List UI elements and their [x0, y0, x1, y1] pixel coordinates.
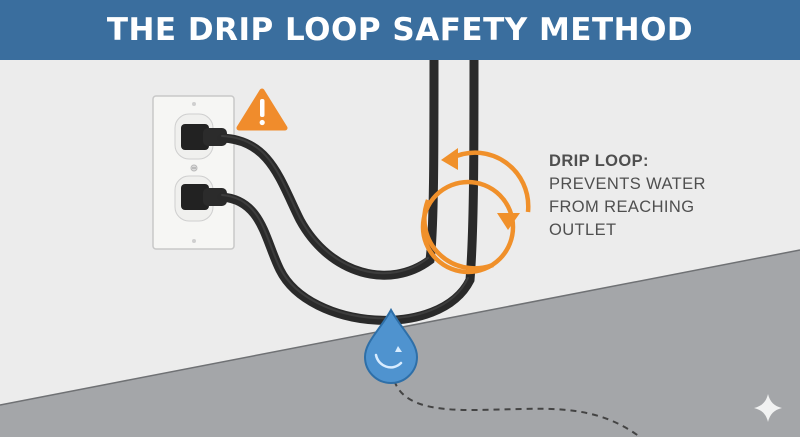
sparkle-icon	[754, 394, 782, 422]
drip-loop-callout: DRIP LOOP: PREVENTS WATER FROM REACHING …	[549, 150, 749, 242]
callout-line: FROM REACHING	[549, 198, 695, 216]
wall-outlet	[152, 95, 235, 250]
callout-heading: DRIP LOOP:	[549, 152, 649, 170]
loop-arrowhead-top	[441, 148, 458, 170]
drip-path-dashed	[391, 369, 641, 437]
circular-arrow-icon	[420, 150, 531, 275]
callout-line: OUTLET	[549, 221, 617, 239]
plug-bottom	[181, 184, 227, 210]
warning-triangle-icon	[236, 88, 288, 131]
title-bar: THE DRIP LOOP SAFETY METHOD	[0, 0, 800, 60]
loop-arrowhead-right	[497, 213, 520, 230]
page-title: THE DRIP LOOP SAFETY METHOD	[106, 12, 694, 48]
water-drop-icon	[363, 307, 419, 384]
callout-line: PREVENTS WATER	[549, 175, 706, 193]
cord-top	[217, 55, 439, 280]
